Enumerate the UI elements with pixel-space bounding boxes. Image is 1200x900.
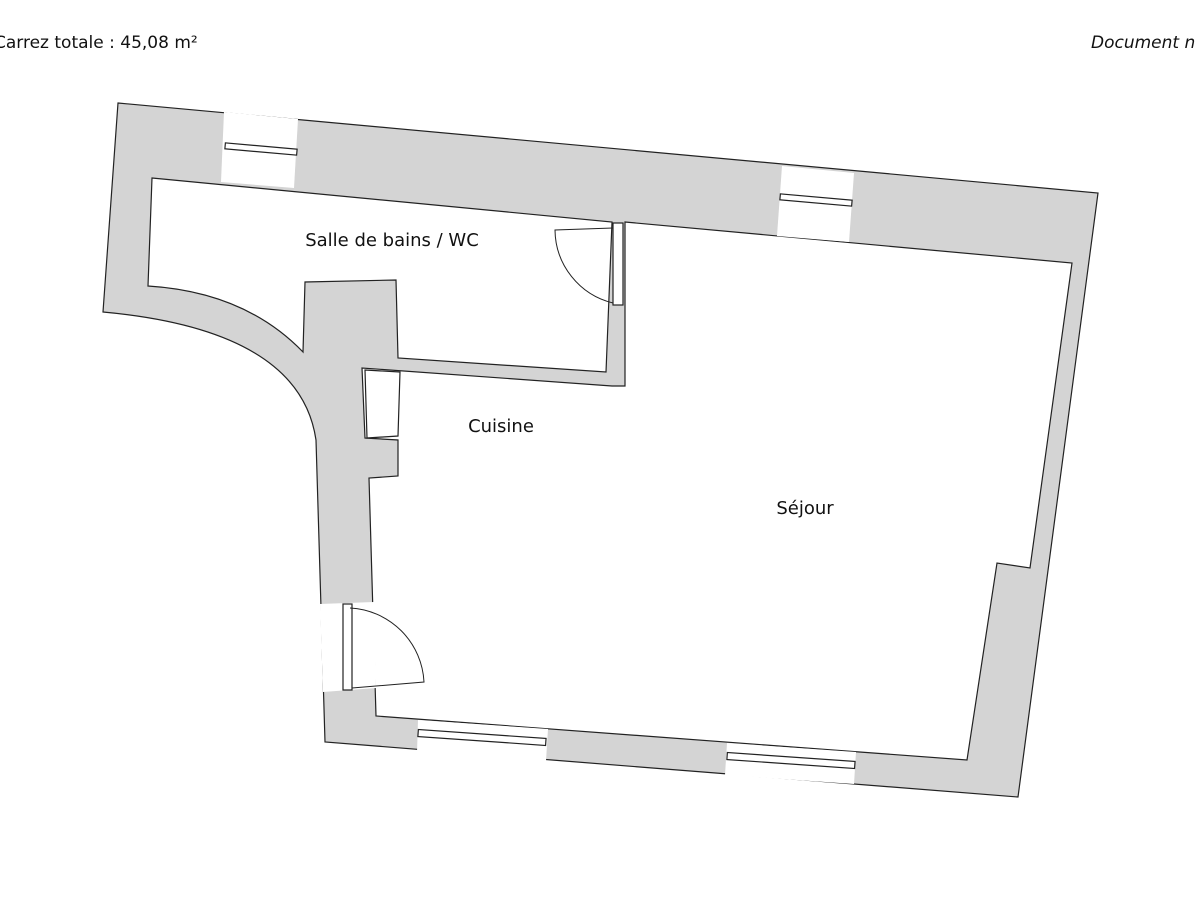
surface-total-label: Carrez totale : 45,08 m² [0,33,198,53]
door-swing-entrance [349,607,425,689]
room-label-kitchen: Cuisine [468,416,534,437]
window-icon [417,728,547,747]
room-label-bathroom: Salle de bains / WC [305,230,479,251]
door-swing-bathroom [554,227,614,304]
door-leaf-entrance [342,603,353,691]
bathroom-floor [147,177,613,373]
window-opening-top-right [777,166,854,242]
cupboard [364,369,401,439]
room-label-living: Séjour [776,498,834,519]
door-leaf-bathroom [612,222,624,306]
window-icon [224,142,298,156]
document-note: Document n [1091,33,1196,53]
living-kitchen-floor [361,221,1073,761]
window-icon [779,193,853,207]
window-icon [726,751,856,770]
